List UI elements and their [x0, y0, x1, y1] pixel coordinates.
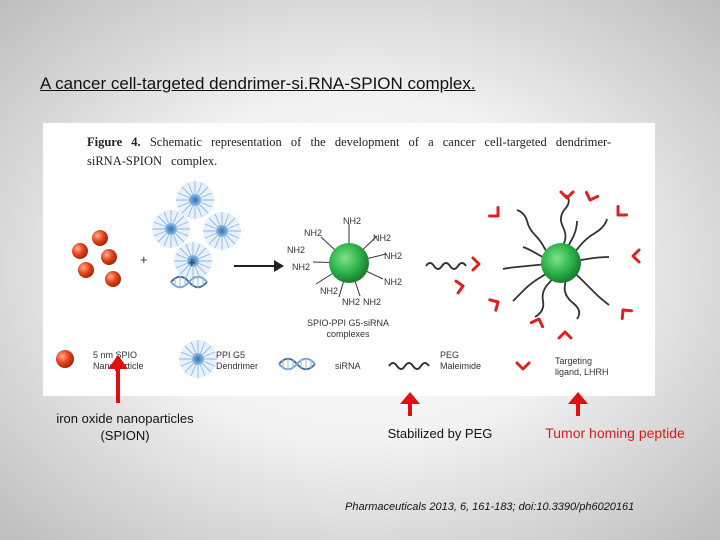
slide-title: A cancer cell-targeted dendrimer-si.RNA-… — [40, 74, 476, 93]
complex-label: SPIO-PPI G5-siRNA complexes — [306, 318, 389, 339]
legend-sirna-label: siRNA — [335, 361, 361, 371]
nh2-label: NH2 — [292, 262, 311, 272]
arrow-up-spion — [108, 355, 128, 403]
nh2-label: NH2 — [343, 216, 362, 226]
peg-annotation: Stabilized by PEG — [387, 426, 493, 441]
legend-icons — [56, 339, 531, 379]
nh2-label: NH2 — [320, 286, 339, 296]
nh2-label: NH2 — [363, 297, 382, 307]
schematic-diagram — [56, 180, 641, 379]
legend-dendrimer-label: PPI G5 Dendrimer — [216, 350, 259, 371]
nh2-label: NH2 — [384, 251, 403, 261]
tumor-annotation: Tumor homing peptide — [545, 425, 685, 441]
spio-ppi-complex — [312, 224, 387, 298]
plus-sign-2: + — [188, 255, 196, 270]
nh2-label: NH2 — [304, 228, 323, 238]
spion-cluster — [72, 230, 121, 287]
arrow-up-peg — [400, 392, 420, 416]
reaction-arrow — [234, 260, 284, 272]
peg-strand — [425, 262, 467, 270]
nh2-label: NH2 — [287, 245, 306, 255]
caption-label: Figure 4. — [87, 135, 141, 149]
figure-panel: Figure 4. Schematic representation of th… — [43, 123, 655, 396]
nh2-label: NH2 — [384, 277, 403, 287]
dendrimer-cluster — [151, 180, 242, 281]
plus-sign-1: + — [140, 252, 148, 267]
legend-peg-label: PEG Maleimide — [440, 350, 482, 371]
spion-annotation: iron oxide nanoparticles (SPION) — [56, 411, 194, 443]
nh2-label: NH2 — [373, 233, 392, 243]
arrow-up-tumor — [568, 392, 588, 416]
legend-ligand-label: Targeting ligand, LHRH — [555, 356, 609, 377]
caption-text: Schematic representation of the developm… — [87, 135, 612, 168]
targeted-complex — [454, 190, 641, 340]
figure-caption: Figure 4. Schematic representation of th… — [87, 133, 627, 171]
nh2-label: NH2 — [342, 297, 361, 307]
citation: Pharmaceuticals 2013, 6, 161-183; doi:10… — [345, 501, 635, 513]
